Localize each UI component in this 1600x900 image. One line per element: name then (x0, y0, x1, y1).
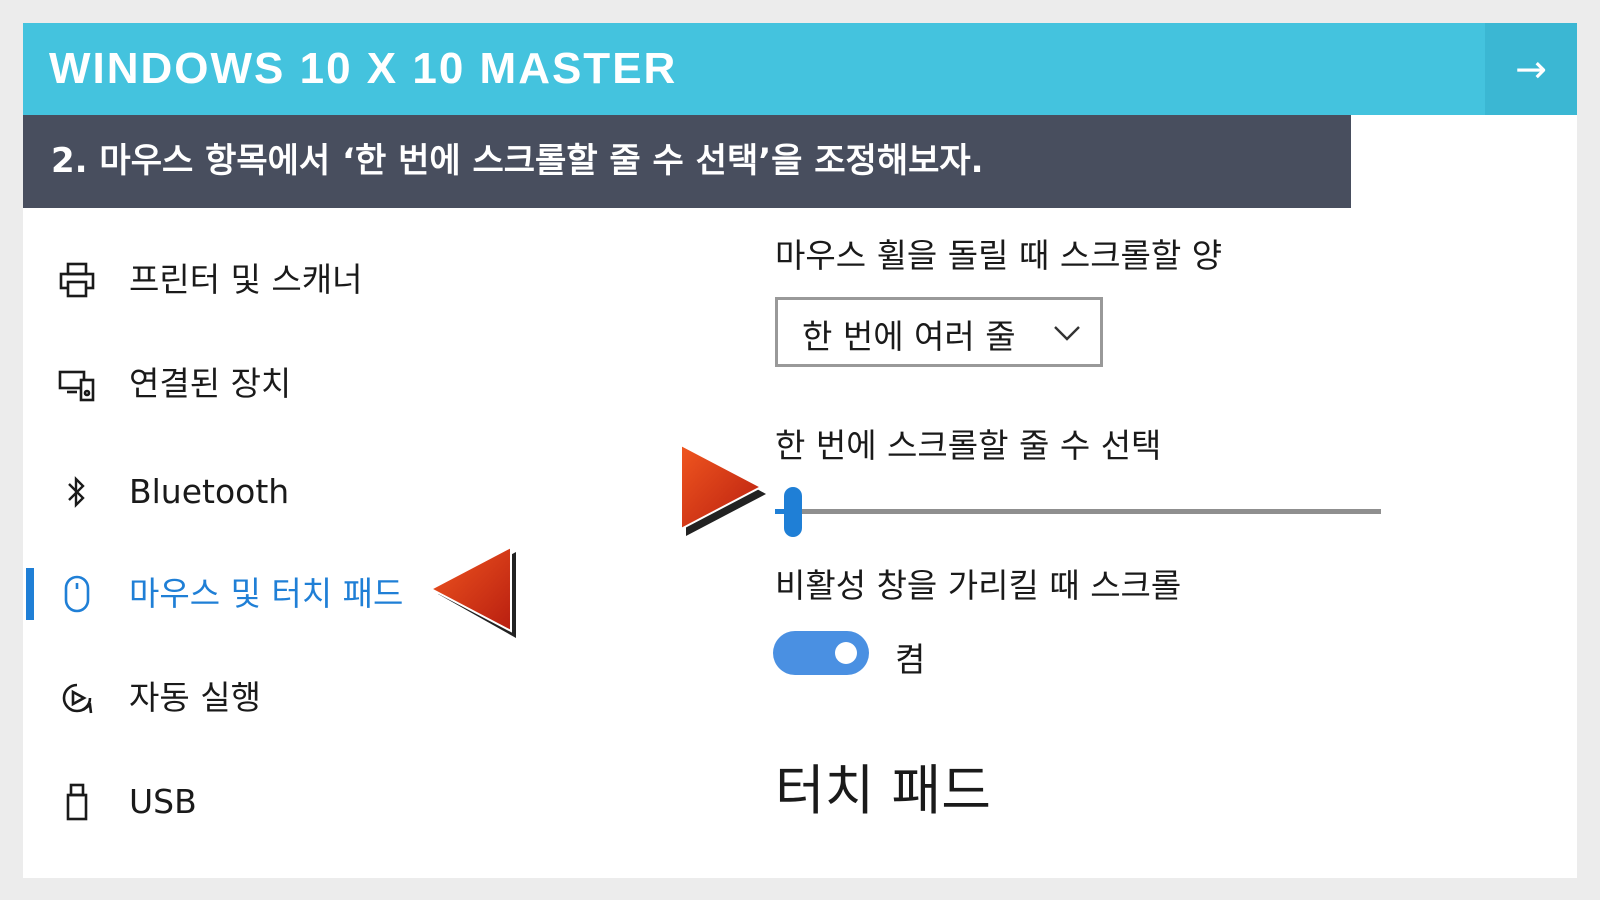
lines-slider-thumb[interactable] (784, 487, 803, 537)
toggle-state-label: 켬 (895, 640, 926, 679)
chevron-down-icon (1054, 326, 1080, 341)
usb-icon (57, 782, 97, 822)
select-value: 한 번에 여러 줄 (802, 317, 1016, 356)
mouse-icon (57, 574, 97, 614)
next-button[interactable]: → (1485, 23, 1577, 115)
arrow-right-icon: → (1515, 47, 1547, 91)
step-instruction: 2. 마우스 항목에서 ‘한 번에 스크롤할 줄 수 선택’을 조정해보자. (51, 141, 984, 181)
sidebar-item-usb[interactable]: USB (23, 767, 663, 837)
banner-title: WINDOWS 10 X 10 MASTER (49, 44, 678, 93)
sidebar-item-bluetooth[interactable]: Bluetooth (23, 457, 663, 527)
inactive-scroll-label: 비활성 창을 가리킬 때 스크롤 (775, 566, 1182, 605)
sidebar-item-mouse-touchpad[interactable]: 마우스 및 터치 패드 (23, 559, 663, 629)
bluetooth-icon (57, 472, 97, 512)
sidebar-item-label: Bluetooth (129, 472, 290, 511)
autoplay-icon (57, 678, 97, 718)
sidebar-item-printers[interactable]: 프린터 및 스캐너 (23, 245, 663, 315)
lines-slider-track[interactable] (775, 509, 1381, 514)
sidebar-item-label: 마우스 및 터치 패드 (129, 574, 404, 613)
sidebar-item-label: 연결된 장치 (129, 364, 292, 403)
inactive-scroll-toggle[interactable] (773, 631, 869, 675)
sidebar-item-label: USB (129, 782, 197, 821)
active-indicator (26, 568, 34, 620)
printer-icon (57, 260, 97, 300)
title-banner: WINDOWS 10 X 10 MASTER → (23, 23, 1577, 115)
lines-slider-fill (775, 509, 788, 514)
touchpad-heading: 터치 패드 (775, 759, 991, 822)
tutorial-card: WINDOWS 10 X 10 MASTER → 2. 마우스 항목에서 ‘한 … (23, 23, 1577, 878)
annotation-arrow-right-icon (680, 443, 766, 536)
lines-per-scroll-label: 한 번에 스크롤할 줄 수 선택 (775, 426, 1162, 465)
sidebar-item-autoplay[interactable]: 자동 실행 (23, 663, 663, 733)
wheel-scroll-label: 마우스 휠을 돌릴 때 스크롤할 양 (775, 236, 1223, 275)
annotation-arrow-left-icon (428, 545, 516, 638)
sidebar-item-label: 자동 실행 (129, 678, 261, 717)
sidebar-item-connected-devices[interactable]: 연결된 장치 (23, 349, 663, 419)
toggle-knob (835, 642, 857, 664)
step-instruction-bar: 2. 마우스 항목에서 ‘한 번에 스크롤할 줄 수 선택’을 조정해보자. (23, 115, 1351, 208)
connected-devices-icon (57, 364, 97, 404)
wheel-scroll-select[interactable]: 한 번에 여러 줄 (775, 297, 1103, 367)
sidebar-item-label: 프린터 및 스캐너 (129, 260, 363, 299)
